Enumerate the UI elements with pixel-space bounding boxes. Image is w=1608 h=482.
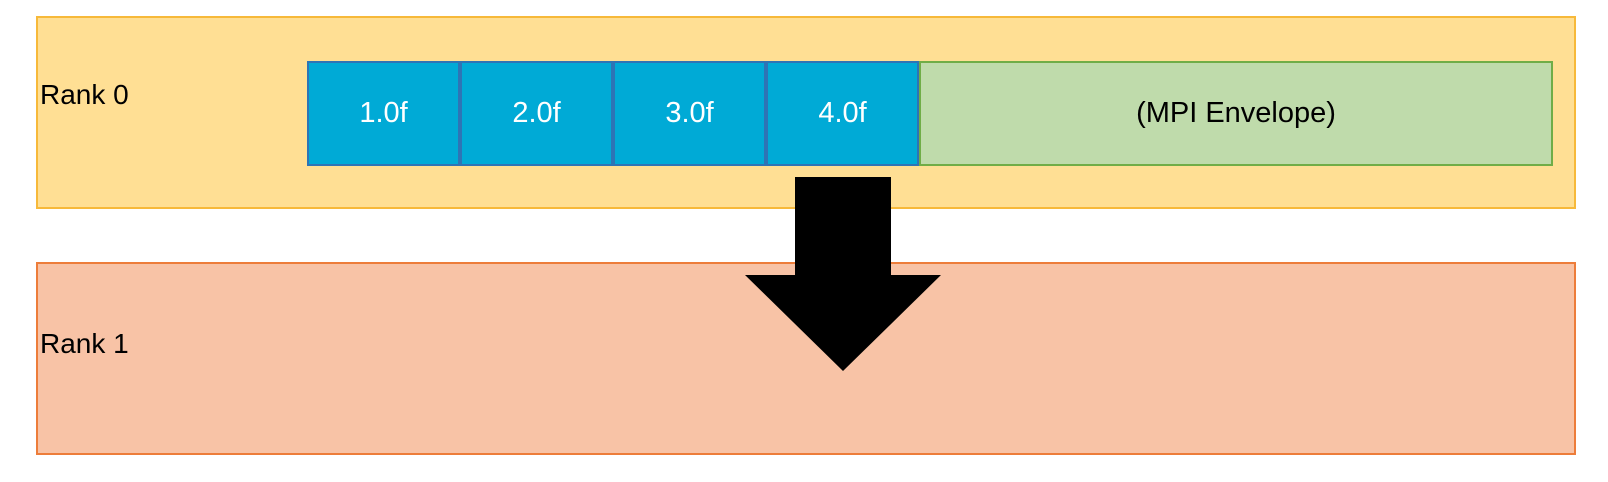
buffer-value-cell: 1.0f [307, 61, 460, 166]
buffer-value-cell: 4.0f [766, 61, 919, 166]
rank-0-label: Rank 0 [40, 79, 129, 110]
buffer-value-cell: 3.0f [613, 61, 766, 166]
rank-1-label: Rank 1 [40, 328, 129, 359]
down-arrow-icon [745, 177, 941, 371]
mpi-envelope-cell: (MPI Envelope) [919, 61, 1553, 166]
buffer-value-cell: 2.0f [460, 61, 613, 166]
